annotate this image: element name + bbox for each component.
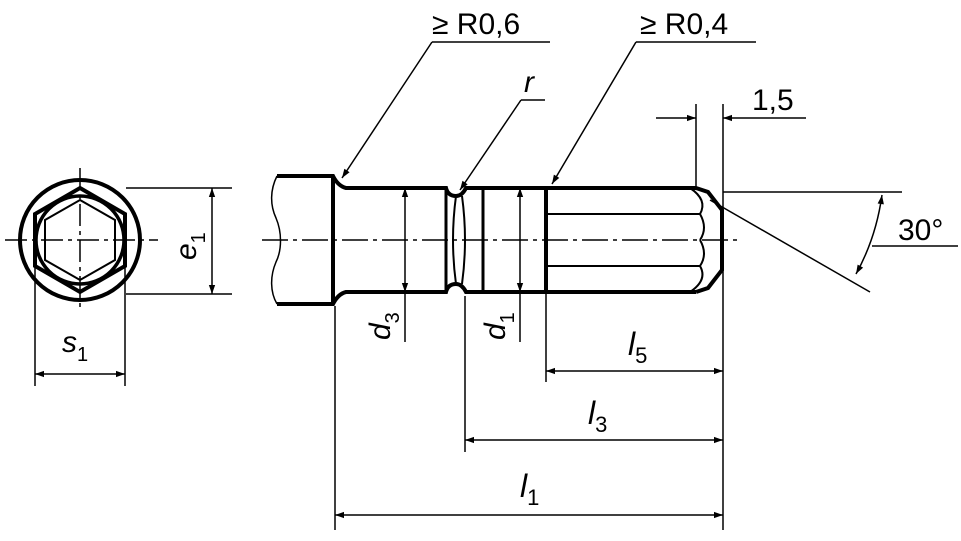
label-radius-collar: ≥ R0,4	[640, 8, 728, 41]
label-l1: l1	[520, 468, 539, 510]
label-chamfer-length: 1,5	[752, 84, 794, 117]
angle-arc	[855, 194, 884, 275]
end-view: s1 e1	[5, 168, 232, 386]
label-d3: d3	[364, 312, 404, 340]
radius-collar-leader	[551, 41, 637, 185]
shank-outline-bottom	[277, 281, 696, 306]
hex-flat-end-1	[689, 187, 705, 241]
label-s1: s1	[62, 326, 88, 366]
angle-reference-chamfer	[709, 199, 871, 293]
radius-shoulder-leader	[341, 41, 433, 179]
label-radius-neck: r	[524, 66, 535, 99]
label-radius-shoulder: ≥ R0,6	[432, 8, 520, 41]
shank-outline-top	[277, 174, 696, 199]
label-l5: l5	[628, 326, 647, 368]
label-e1: e1	[170, 232, 210, 260]
label-d1: d1	[479, 312, 519, 340]
label-angle: 30°	[898, 214, 943, 247]
radius-neck-leader	[459, 99, 522, 191]
side-view: d3 d1 l5 l3 l1 1,5 30° ≥ R0,6	[262, 8, 958, 530]
hex-flat-end-2	[689, 239, 705, 293]
label-l3: l3	[588, 395, 607, 437]
